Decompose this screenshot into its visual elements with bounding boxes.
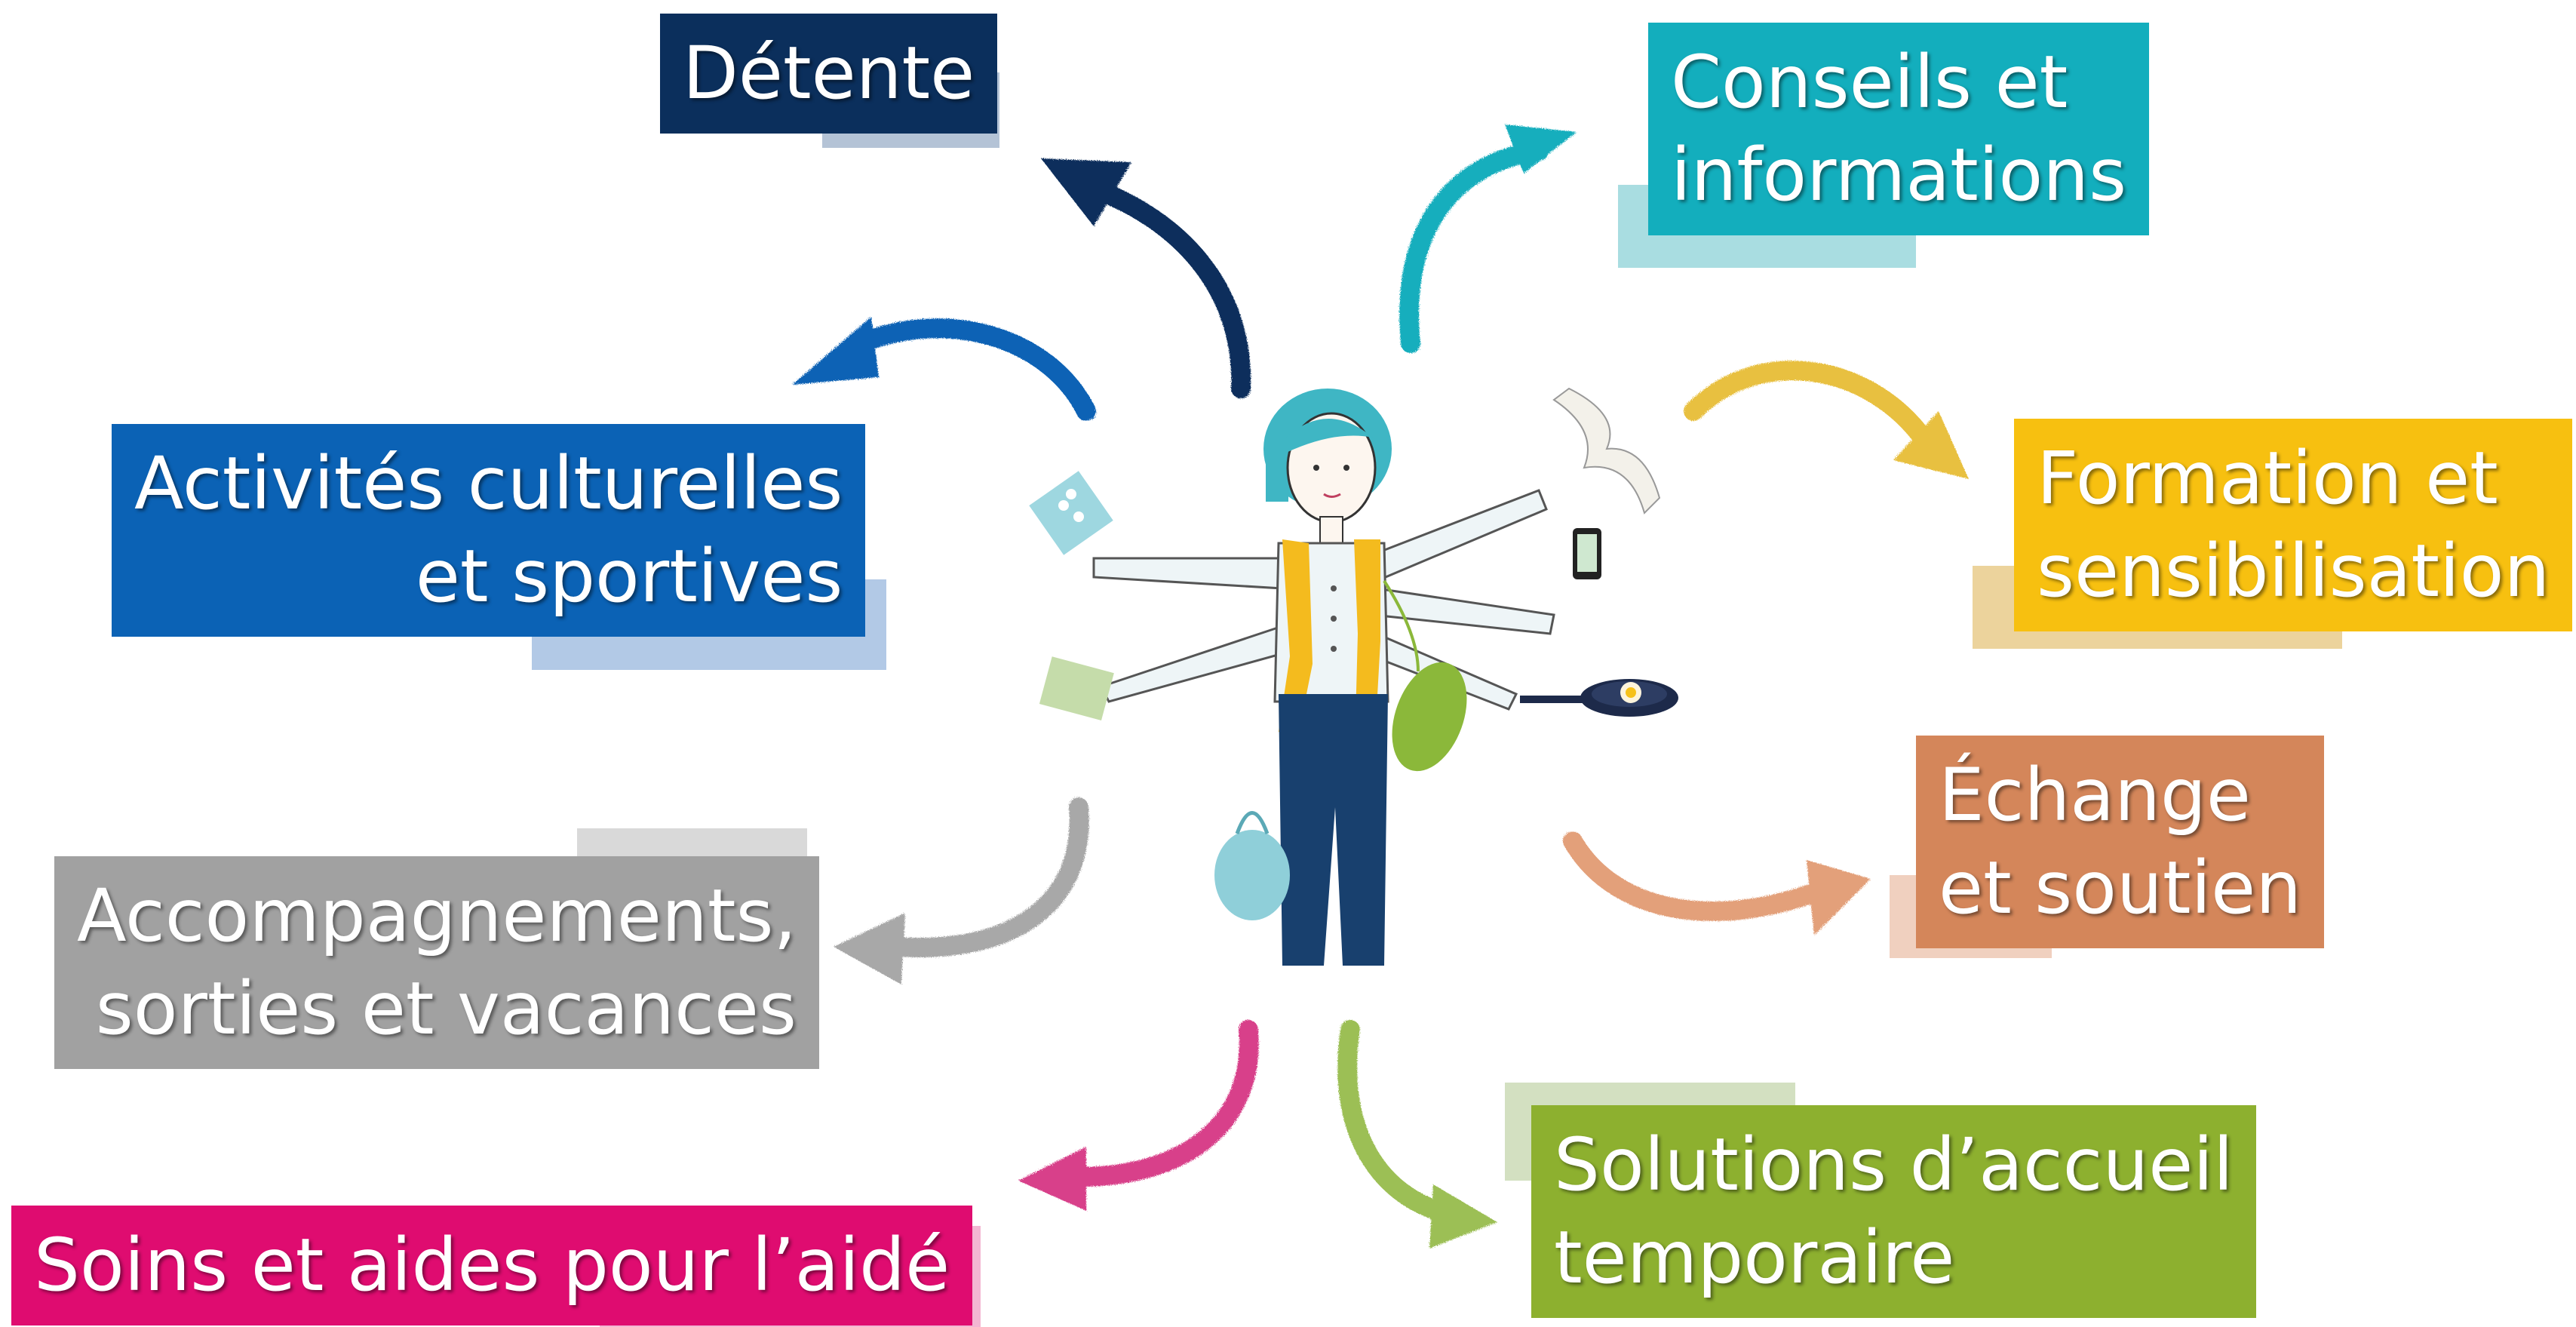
label-conseils: Conseils et informations [1648,23,2150,235]
label-activites-line1: Activités culturelles [134,441,843,526]
label-conseils-line2: informations [1671,132,2127,217]
arrow-accompagnements [834,797,1089,984]
label-solutions: Solutions d’accueil temporaire [1531,1105,2256,1318]
label-detente-line1: Détente [683,31,975,115]
label-echange: Échange et soutien [1916,736,2325,948]
label-accompagnements-line2: sorties et vacances [95,966,797,1051]
label-accompagnements: Accompagnements, sorties et vacances [54,856,819,1069]
label-solutions-line1: Solutions d’accueil [1554,1123,2234,1207]
label-detente: Détente [660,14,998,134]
label-formation: Formation et sensibilisation [2014,419,2573,631]
label-echange-line2: et soutien [1939,845,2302,930]
arrow-activites [792,317,1096,421]
label-formation-line2: sensibilisation [2037,528,2550,613]
label-soins: Soins et aides pour l’aidé [11,1206,973,1325]
label-echange-line1: Échange [1939,753,2251,837]
label-soins-line1: Soins et aides pour l’aidé [34,1223,950,1307]
arrow-conseils [1399,124,1577,353]
arrow-formation [1684,361,1969,479]
arrow-solutions [1337,1020,1497,1249]
caregiver-illustration [1029,387,1678,966]
label-formation-line1: Formation et [2037,436,2498,521]
arrow-detente [1041,158,1251,398]
label-accompagnements-line1: Accompagnements, [77,874,797,958]
label-solutions-line2: temporaire [1554,1215,1955,1300]
arrow-echange [1563,831,1871,935]
label-activites-line2: et sportives [415,533,843,619]
label-conseils-line1: Conseils et [1671,40,2068,124]
arrow-soins [1018,1020,1259,1211]
label-activites: Activités culturelles et sportives [112,424,866,637]
